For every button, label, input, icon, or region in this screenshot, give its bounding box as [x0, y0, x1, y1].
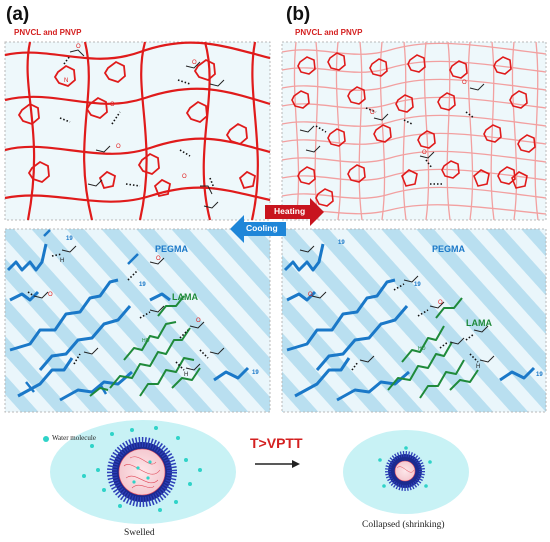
- pegma-chains-b: [283, 243, 536, 402]
- atom-o: O: [110, 102, 115, 108]
- repeat-19-b1: 19: [338, 240, 345, 246]
- atom-ho: HO: [418, 346, 426, 352]
- atom-o: O: [308, 292, 313, 298]
- panel-b-top-bg: [281, 41, 547, 221]
- collapsed-particle: [343, 430, 469, 514]
- atom-o: O: [422, 150, 427, 156]
- atom-h: H: [60, 258, 65, 264]
- atom-o: O: [116, 144, 121, 150]
- cooling-label: Cooling: [246, 223, 278, 233]
- lactam-rings-a: [17, 58, 257, 198]
- atom-o: O: [76, 44, 81, 50]
- transition-arrow: [255, 460, 300, 468]
- lama-label-a: LAMA: [172, 292, 198, 302]
- atom-o: O: [438, 300, 443, 306]
- atom-o: O: [370, 110, 375, 116]
- heating-label: Heating: [274, 206, 306, 216]
- water-molecule-legend: Water molecule: [52, 434, 96, 442]
- repeat-19-b3: 19: [536, 372, 543, 378]
- panel-a-bottom-bg: [4, 228, 271, 413]
- pegma-label-a: PEGMA: [155, 244, 189, 254]
- lama-chains-b: [387, 297, 479, 399]
- lama-chains-a: [89, 295, 201, 397]
- water-sticks-top: [69, 49, 485, 209]
- repeat-19-a1: 19: [66, 236, 73, 242]
- water-sticks-middle: [33, 245, 495, 371]
- atom-o: O: [182, 174, 187, 180]
- panel-b-network-title: PNVCL and PNVP: [295, 28, 363, 37]
- panel-b-letter: (b): [286, 4, 311, 25]
- swelled-water-dots: [82, 426, 202, 512]
- repeat-19-a3: 19: [252, 370, 259, 376]
- collapsed-label: Collapsed (shrinking): [362, 520, 445, 530]
- atom-o: O: [192, 60, 197, 66]
- panel-b-bottom-bg: [281, 228, 547, 413]
- transition-label: T>VPTT: [250, 435, 303, 451]
- repeat-19-b2: 19: [414, 282, 421, 288]
- atom-h: H: [184, 372, 189, 378]
- collapsed-water-dots: [378, 446, 432, 488]
- swelled-particle: [50, 420, 236, 524]
- panel-a-letter: (a): [6, 4, 30, 25]
- hbonds-top: [59, 55, 475, 189]
- atom-n: N: [64, 78, 69, 84]
- cooling-arrow: [230, 215, 286, 243]
- repeat-19-a2: 19: [139, 282, 146, 288]
- pegma-chains-a: [6, 243, 250, 402]
- atom-o: O: [196, 318, 201, 324]
- atom-o: O: [462, 80, 467, 86]
- atom-h: H: [476, 364, 481, 370]
- lama-label-b: LAMA: [466, 318, 492, 328]
- lactam-rings-b: [291, 52, 536, 207]
- hbonds-middle: [27, 253, 479, 371]
- swelled-label: Swelled: [124, 528, 155, 538]
- panel-a-network-title: PNVCL and PNVP: [14, 28, 82, 37]
- atom-o: O: [156, 256, 161, 262]
- atom-ho: HO: [142, 338, 150, 344]
- atom-o: O: [48, 292, 53, 298]
- pegma-label-b: PEGMA: [432, 244, 466, 254]
- heating-arrow: [265, 198, 324, 226]
- water-legend-dot: [43, 436, 49, 442]
